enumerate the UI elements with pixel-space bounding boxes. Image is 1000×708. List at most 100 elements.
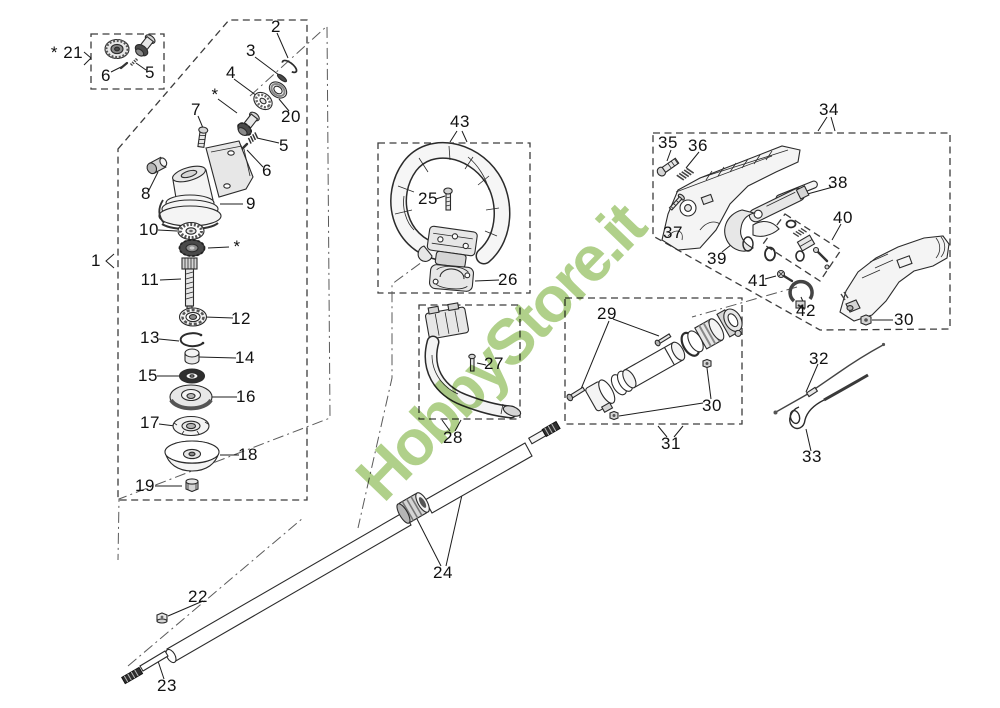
nut-19 (185, 478, 199, 493)
part-label-26: 26 (498, 270, 518, 289)
part-label-36: 36 (688, 136, 708, 155)
barrier-bar-28 (424, 302, 522, 419)
output-shaft-11 (181, 257, 198, 311)
parts-artwork (104, 34, 950, 685)
box-group-21 (90, 33, 165, 90)
support-cup-18 (164, 440, 220, 472)
screw-37 (668, 193, 685, 211)
part-label-25: 25 (418, 189, 438, 208)
coupling-assembly-31 (585, 308, 743, 414)
part-label-31: 31 (661, 434, 681, 453)
spring-5 (129, 57, 139, 67)
leader-lines (83, 32, 893, 680)
part-label-3: 3 (246, 41, 256, 60)
part-label-16: 16 (236, 387, 256, 406)
part-label-22: 22 (188, 587, 208, 606)
part-label-35: 35 (658, 133, 678, 152)
rear-handle-left-half (661, 145, 801, 251)
part-label-asterisk: * (233, 237, 241, 256)
spacer-14 (184, 348, 200, 365)
part-label-32: 32 (809, 349, 829, 368)
part-label-12: 12 (231, 309, 251, 328)
part-label-42: 42 (796, 301, 816, 320)
part-label-11: 11 (140, 270, 160, 289)
part-label-20: 20 (281, 107, 301, 126)
group-boxes (90, 19, 951, 501)
part-label-5: 5 (145, 63, 155, 82)
screw-25 (443, 187, 453, 211)
bearing-4 (253, 91, 273, 111)
part-label-23: 23 (157, 676, 177, 695)
part-label-4: 4 (226, 63, 236, 82)
disc-17 (172, 415, 210, 437)
spring-36 (676, 167, 695, 181)
part-label-30: 30 (894, 310, 914, 329)
box-group-1 (117, 19, 308, 501)
part-label-30: 30 (702, 396, 722, 415)
circlip-13 (179, 332, 205, 348)
pinion-gear (237, 111, 260, 137)
washer-3 (276, 73, 288, 83)
part-label-2: 2 (271, 17, 281, 36)
part-label-41: 41 (748, 271, 768, 290)
nut-30b (609, 410, 619, 421)
box-group-34 (652, 132, 951, 331)
loop-handle-43 (390, 141, 511, 269)
part-label-24: 24 (433, 563, 453, 582)
pinion-shaft-parts (237, 59, 298, 153)
part-label-38: 38 (828, 173, 848, 192)
screw-29a (566, 386, 586, 402)
housing-insert-39 (724, 209, 780, 252)
nut-30a (702, 358, 712, 369)
nut-30c (860, 314, 872, 326)
box-group-31 (564, 297, 743, 425)
mount-hook (417, 245, 433, 262)
part-label-6: 6 (101, 66, 111, 85)
stop-wire-33 (789, 373, 869, 430)
shaft-tube-24 (165, 420, 561, 664)
part-label-9: 9 (246, 194, 256, 213)
bevel-gear-kit (104, 34, 156, 70)
part-label-27: 27 (484, 354, 504, 373)
part-label-18: 18 (238, 445, 258, 464)
part-label-asterisk: * (211, 85, 219, 104)
part-label-17: 17 (140, 413, 160, 432)
screw-27 (468, 353, 476, 372)
clamp-26 (428, 264, 475, 292)
joint-collar (396, 492, 430, 524)
part-label-28: 28 (443, 428, 463, 447)
box-group-28 (418, 304, 521, 420)
centerlines (117, 24, 798, 667)
screw-41 (776, 269, 794, 283)
part-label-43: 43 (450, 112, 470, 131)
bearing-12 (178, 307, 208, 327)
clutch-drum-gear (178, 239, 206, 257)
part-label-13: 13 (140, 328, 160, 347)
nut-22 (156, 612, 168, 624)
bearing-10 (177, 221, 205, 241)
throttle-trigger-38 (748, 180, 818, 223)
drive-shaft-23 (121, 650, 169, 685)
clamp-42 (788, 279, 814, 310)
bearing-20 (268, 81, 288, 99)
part-label-6: 6 (262, 161, 272, 180)
part-label-10: 10 (139, 220, 159, 239)
screw-29b (654, 333, 672, 347)
pin-6 (119, 61, 129, 70)
bolt-7 (197, 126, 209, 148)
part-label-39: 39 (707, 249, 727, 268)
part-label-29: 29 (597, 304, 617, 323)
part-label-37: 37 (663, 223, 683, 242)
part-label-1: 1 (91, 251, 101, 270)
part-label-33: 33 (802, 447, 822, 466)
holder-16 (169, 384, 213, 411)
retaining-clip-2 (281, 59, 298, 74)
part-label-15: 15 (138, 366, 158, 385)
part-label-14: 14 (235, 348, 255, 367)
part-label-7: 7 (191, 100, 201, 119)
part-label-5: 5 (279, 136, 289, 155)
spring-5 (247, 132, 259, 144)
part-label-34: 34 (819, 100, 839, 119)
